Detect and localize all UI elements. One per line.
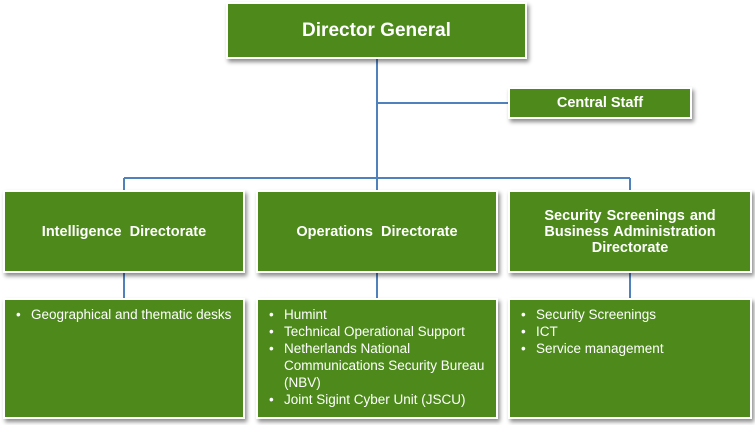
central-staff-label: Central Staff [556,95,644,111]
director-general-box: Director General [226,2,527,59]
security-details-box: Security Screenings ICT Service manageme… [508,298,752,419]
security-details-list: Security Screenings ICT Service manageme… [514,306,746,357]
intelligence-details-box: Geographical and thematic desks [3,298,245,419]
list-item: Joint Sigint Cyber Unit (JSCU) [262,391,492,408]
director-general-label: Director General [302,19,451,41]
list-item: Humint [262,306,492,323]
operations-details-box: Humint Technical Operational Support Net… [256,298,498,419]
security-directorate-box: Security Screenings and Business Adminis… [508,190,752,273]
security-directorate-label: Security Screenings and Business Adminis… [544,207,716,256]
operations-directorate-label: Operations Directorate [296,223,458,240]
list-item: ICT [514,323,746,340]
list-item: Netherlands National Communications Secu… [262,340,492,391]
list-item: Service management [514,340,746,357]
operations-directorate-box: Operations Directorate [256,190,498,273]
intelligence-details-list: Geographical and thematic desks [9,306,235,323]
central-staff-box: Central Staff [508,87,692,119]
intelligence-directorate-label: Intelligence Directorate [41,223,207,240]
operations-details-list: Humint Technical Operational Support Net… [262,306,492,408]
list-item: Geographical and thematic desks [9,306,235,323]
intelligence-directorate-box: Intelligence Directorate [3,190,245,273]
list-item: Security Screenings [514,306,746,323]
list-item: Technical Operational Support [262,323,492,340]
